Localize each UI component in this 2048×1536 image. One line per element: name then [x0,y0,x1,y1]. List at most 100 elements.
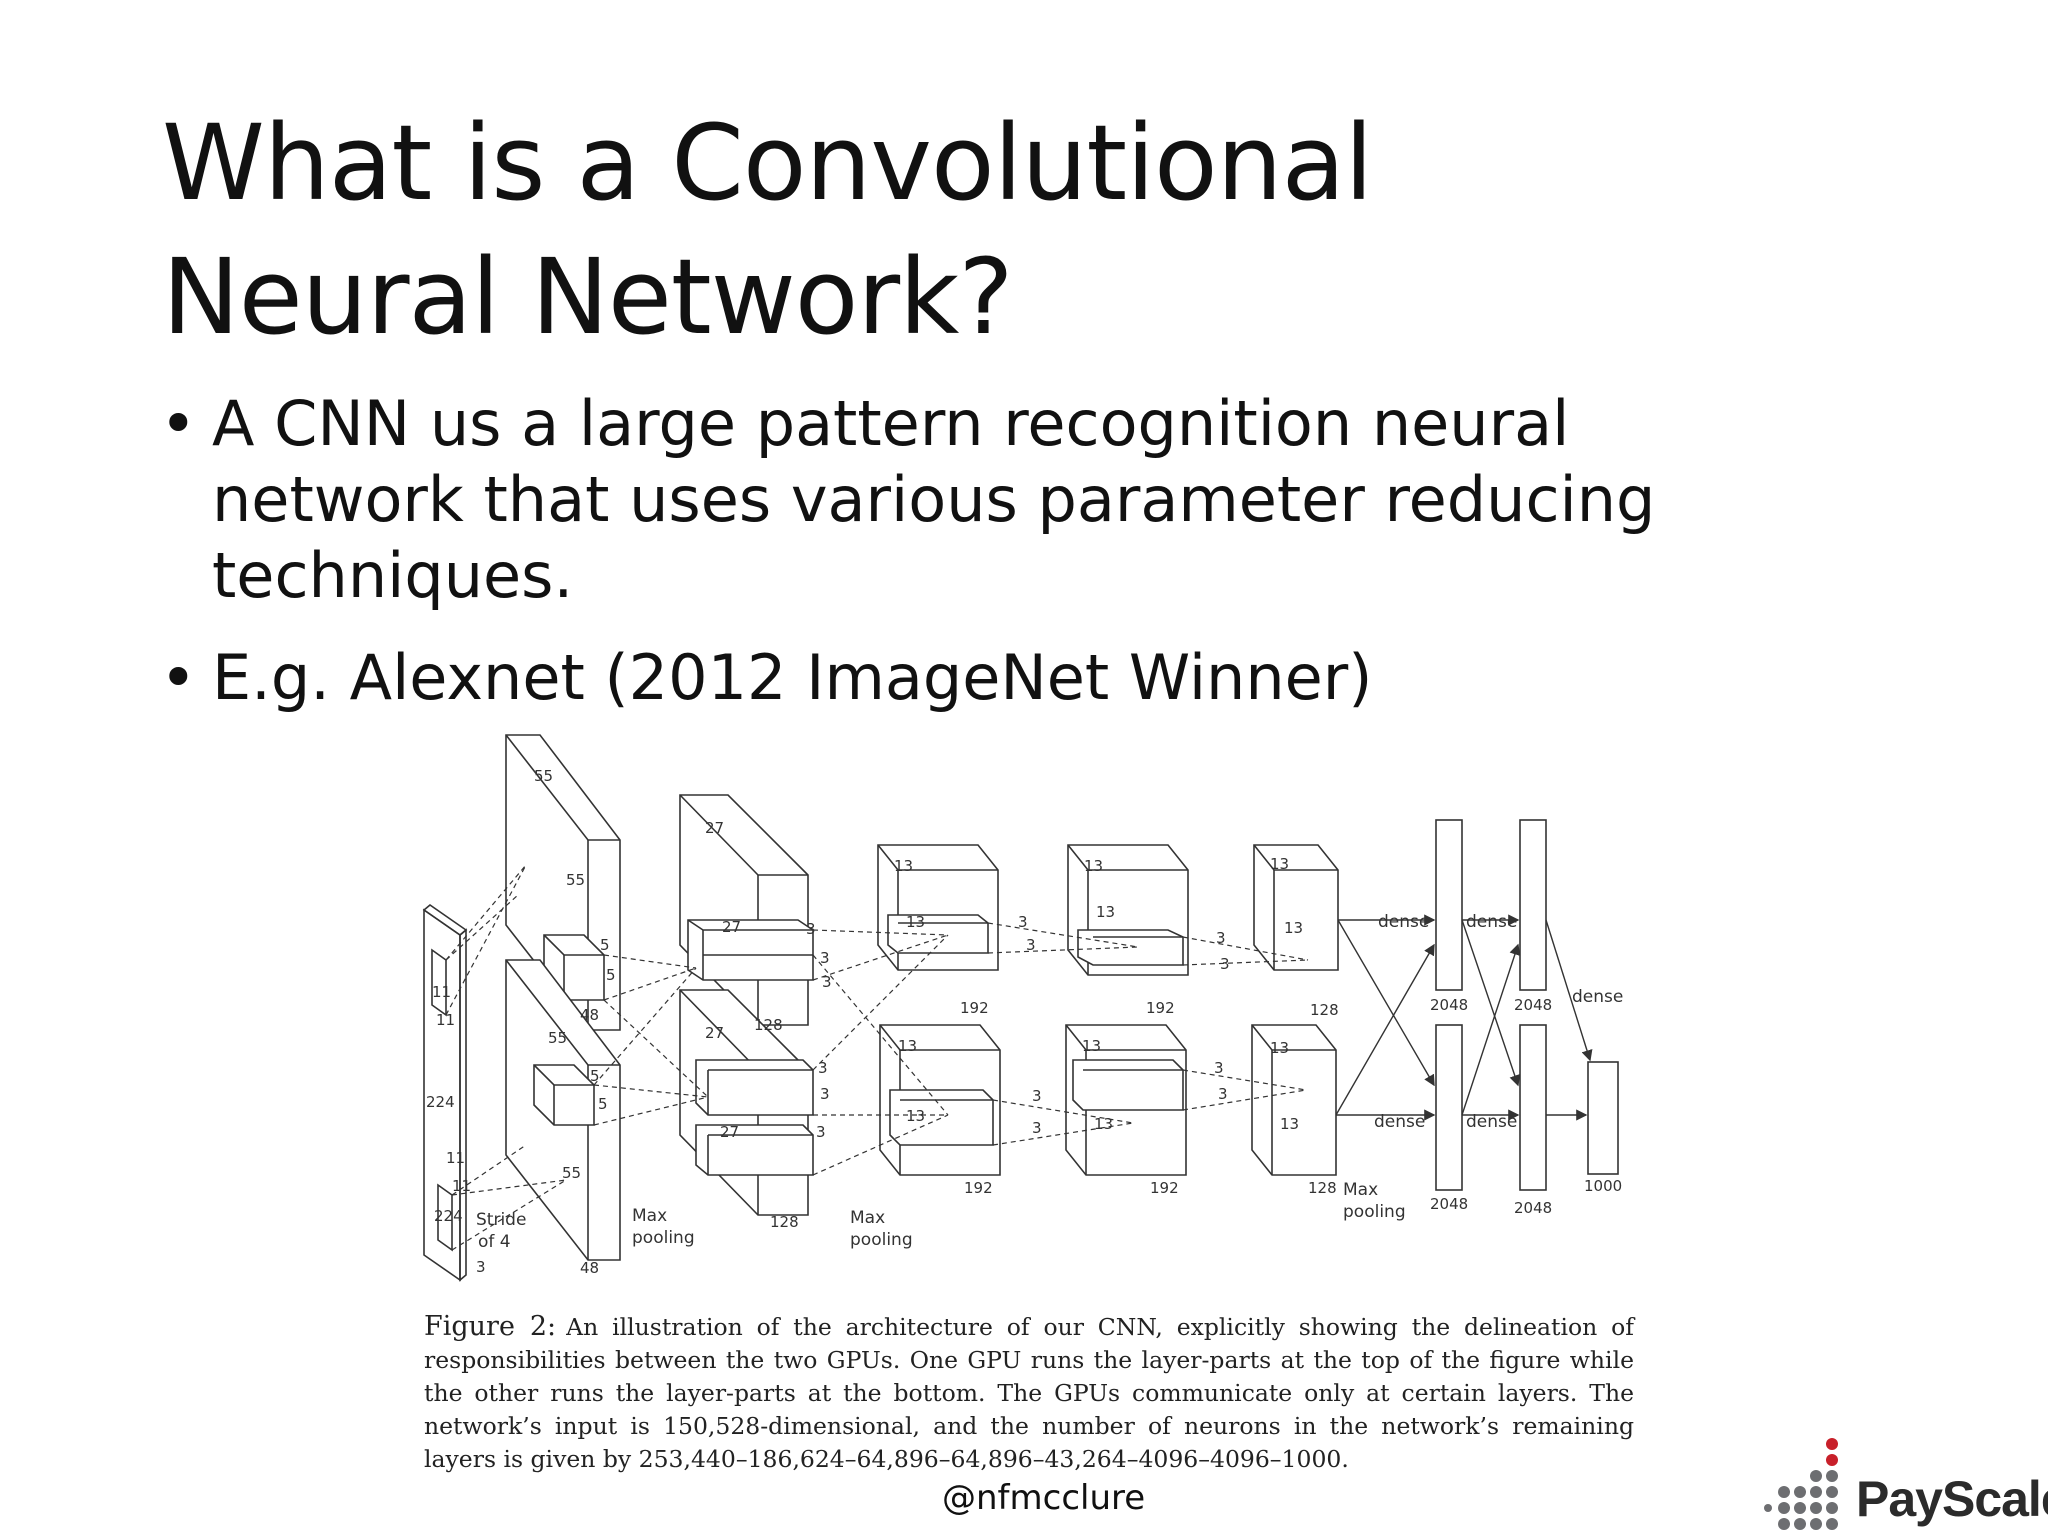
label: 5 [606,966,616,984]
label: 11 [432,983,451,1001]
label: 13 [1270,855,1289,873]
label: 192 [1146,999,1175,1017]
label: 128 [754,1016,783,1034]
label: pooling [850,1230,913,1250]
label: 5 [598,1095,608,1113]
conv4-top-block [1067,844,1189,976]
label: 3 [818,1059,828,1077]
payscale-logo: PayScale [1764,1436,2048,1536]
conv2-top-block [679,794,814,1026]
bullet-item: • A CNN us a large pattern recognition n… [160,386,1760,614]
label: Max [850,1208,885,1228]
label: 2048 [1514,996,1552,1014]
payscale-dots-icon [1764,1438,1838,1530]
label: 13 [906,1107,925,1125]
label: 13 [1084,857,1103,875]
label: 128 [1310,1001,1339,1019]
label: 55 [548,1029,567,1047]
label: 3 [806,920,816,938]
label: 48 [580,1006,599,1024]
bullet-marker: • [160,641,197,714]
label: pooling [1343,1202,1406,1222]
label: 3 [1218,1085,1228,1103]
label: 128 [1308,1179,1337,1197]
conv4-bottom-block [1065,1024,1187,1176]
diagram-labels: 55 55 5 5 48 55 5 5 55 48 11 11 224 11 1… [426,767,1623,1277]
label: 3 [1220,955,1230,973]
label: 1000 [1584,1177,1622,1195]
label: 11 [436,1011,455,1029]
label: dense [1374,1112,1425,1132]
label: pooling [632,1228,695,1248]
label: 13 [906,913,925,931]
label: 3 [476,1258,486,1276]
label: 55 [562,1164,581,1182]
label: dense [1572,987,1623,1007]
label: 3 [1032,1119,1042,1137]
label: 3 [1216,929,1226,947]
label: 192 [960,999,989,1017]
alexnet-architecture-diagram: 55 55 5 5 48 55 5 5 55 48 11 11 224 11 1… [418,725,1648,1285]
label: 13 [898,1037,917,1055]
label: 2048 [1430,1195,1468,1213]
label: 55 [566,871,585,889]
dense-arrows [1335,914,1593,1121]
label: 27 [720,1123,739,1141]
label: 3 [1026,936,1036,954]
label: 3 [822,973,832,991]
bullet-item: • E.g. Alexnet (2012 ImageNet Winner) [160,640,1760,716]
label: 13 [1280,1115,1299,1133]
label: 3 [816,1123,826,1141]
label: 192 [964,1179,993,1197]
label: 128 [770,1213,799,1231]
label: 11 [446,1149,465,1167]
label: 13 [1284,919,1303,937]
label: 13 [1270,1039,1289,1057]
label: 5 [600,936,610,954]
caption-text: An illustration of the architecture of o… [424,1313,1634,1473]
label: dense [1466,912,1517,932]
label: dense [1466,1112,1517,1132]
label: 27 [705,1024,724,1042]
label: 27 [722,918,741,936]
label: 2048 [1514,1199,1552,1217]
logo-wordmark: PayScale [1856,1471,2048,1527]
author-handle: @nfmcclure [942,1478,1146,1518]
figure-caption: Figure 2:An illustration of the architec… [424,1310,1634,1476]
dense-layers [1435,819,1619,1191]
label: 3 [820,949,830,967]
conv3-top-block [877,844,999,971]
label: 192 [1150,1179,1179,1197]
label: 48 [580,1259,599,1277]
label: 13 [894,857,913,875]
caption-label: Figure 2: [424,1311,557,1342]
label: 5 [590,1067,600,1085]
label: 11 [452,1177,471,1195]
label: 3 [1018,913,1028,931]
label: dense [1378,912,1429,932]
bullet-text: E.g. Alexnet (2012 ImageNet Winner) [212,641,1373,714]
label: 13 [1094,1115,1113,1133]
label: 3 [1032,1087,1042,1105]
label: 27 [705,819,724,837]
label: 224 [426,1093,455,1111]
label: 55 [534,767,553,785]
bullet-list: • A CNN us a large pattern recognition n… [160,386,1760,742]
label: 3 [1214,1059,1224,1077]
bullet-text: A CNN us a large pattern recognition neu… [212,387,1656,612]
conv5-bottom-block [1251,1024,1337,1176]
label: 13 [1082,1037,1101,1055]
label: Stride [476,1210,526,1230]
label: 224 [434,1207,463,1225]
label: of 4 [478,1232,511,1252]
conv2-bottom-block [679,989,814,1216]
label: Max [1343,1180,1378,1200]
label: 3 [820,1085,830,1103]
label: Max [632,1206,667,1226]
label: 13 [1096,903,1115,921]
connection-lines [445,864,1309,1251]
conv3-bottom-block [879,1024,1001,1176]
slide-title: What is a Convolutional Neural Network? [162,102,1373,358]
bullet-marker: • [160,387,197,460]
label: 2048 [1430,996,1468,1014]
